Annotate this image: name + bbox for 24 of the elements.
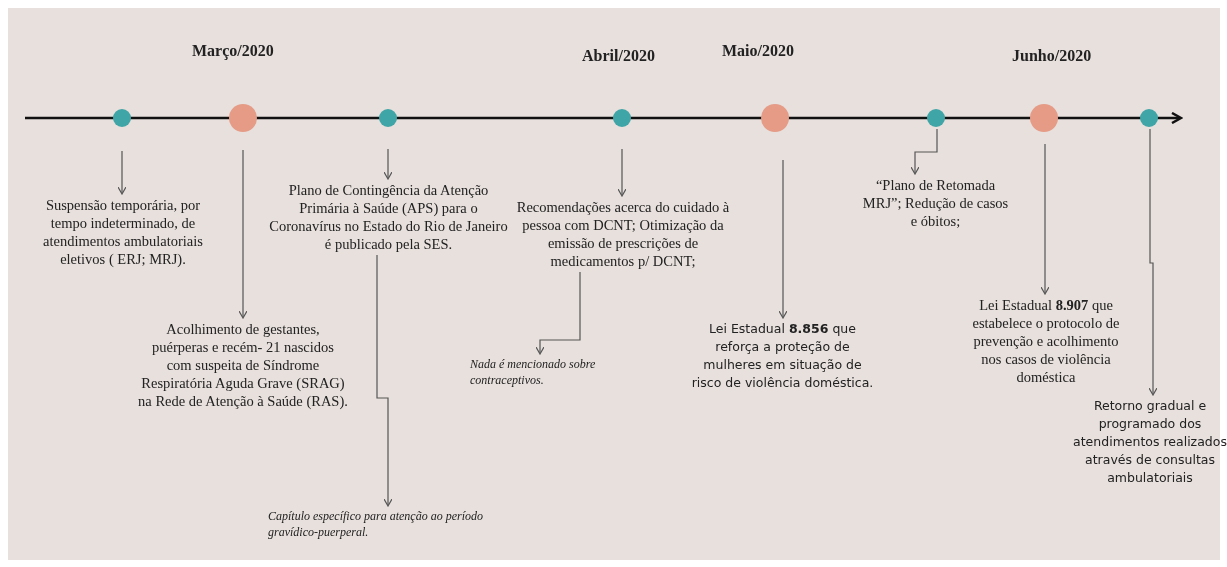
event-text: Lei Estadual 8.907 que estabelece o protocolo de prevenção e acolhimento nos casos de violência doméstica	[962, 296, 1130, 386]
event-text: “Plano de Retomada MRJ”; Redução de casos e óbitos;	[858, 176, 1013, 230]
month-label: Junho/2020	[1012, 47, 1092, 65]
event-text: Suspensão temporária, por tempo indeterminado, de atendimentos ambulatoriais eletivos ( ERJ; MRJ).	[28, 196, 218, 268]
arrow	[1040, 143, 1050, 295]
arrow	[376, 254, 393, 507]
arrow	[238, 149, 248, 319]
arrow	[617, 148, 627, 197]
arrow	[778, 159, 788, 319]
arrow	[117, 150, 127, 195]
month-label: Março/2020	[192, 42, 274, 60]
event-text: Acolhimento de gestantes, puérperas e recém- 21 nascidos com suspeita de Síndrome Respiratória Aguda Grave (SRAG) na Rede de Atenção à Saúde (RAS).	[138, 320, 348, 410]
arrow	[383, 148, 393, 180]
note-text: Capítulo específico para atenção ao período gravídico-puerperal.	[268, 508, 518, 540]
event-text: Recomendações acerca do cuidado à pessoa com DCNT; Otimização da emissão de prescrições de medicamentos p/ DCNT;	[514, 198, 732, 270]
month-label: Maio/2020	[722, 42, 794, 60]
event-text: Lei Estadual 8.856 que reforça a proteção de mulheres em situação de risco de violência doméstica.	[690, 320, 875, 392]
note-text: Nada é mencionado sobre contraceptivos.	[470, 356, 630, 388]
arrow	[910, 128, 938, 175]
month-label: Abril/2020	[582, 47, 655, 65]
arrow	[1148, 128, 1158, 396]
event-text: Plano de Contingência da Atenção Primária à Saúde (APS) para o Coronavírus no Estado do Rio de Janeiro é publicado pela SES.	[266, 181, 511, 253]
arrow	[535, 271, 581, 355]
event-text: Retorno gradual e programado dos atendimentos realizados através de consultas ambulatoriais	[1072, 397, 1227, 487]
